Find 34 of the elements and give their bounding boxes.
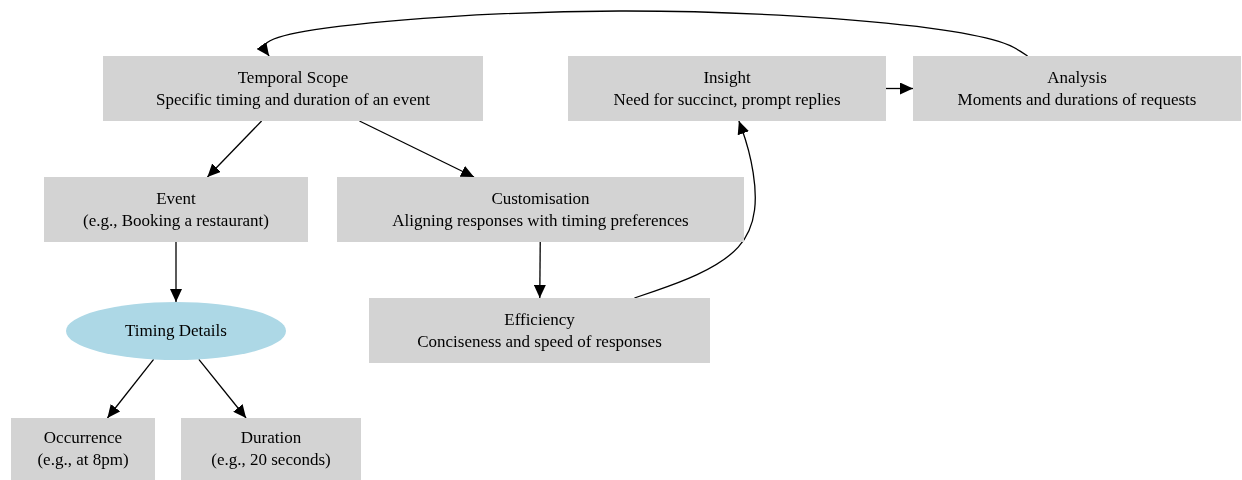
process-box	[337, 177, 744, 242]
process-box	[11, 418, 155, 480]
process-box	[44, 177, 308, 242]
node-title: Customisation	[491, 187, 590, 210]
process-box	[568, 56, 886, 121]
arrow	[206, 120, 263, 178]
arrow	[358, 120, 475, 178]
node-title: Insight	[703, 66, 751, 89]
arrow	[256, 10, 1029, 57]
node-description: Need for succinct, prompt replies	[613, 88, 841, 111]
node-description: (e.g., 20 seconds)	[211, 449, 331, 471]
arrow	[170, 241, 182, 303]
arrow	[633, 120, 756, 299]
node-title: Occurrence	[43, 427, 123, 449]
process-box	[103, 56, 483, 121]
node-title: Timing Details	[125, 320, 227, 342]
node-description: (e.g., at 8pm)	[37, 449, 129, 471]
node-description: Specific timing and duration of an event	[156, 88, 430, 111]
arrow	[198, 358, 247, 419]
process-box	[369, 298, 710, 363]
node-description: Conciseness and speed of responses	[417, 330, 662, 353]
arrow	[106, 358, 155, 419]
node-title: Efficiency	[504, 308, 575, 331]
process-box	[913, 56, 1241, 121]
node-description: Moments and durations of requests	[957, 88, 1197, 111]
process-box	[181, 418, 361, 480]
node-description: (e.g., Booking a restaurant)	[83, 209, 269, 232]
arrow	[533, 241, 546, 299]
node-title: Temporal Scope	[237, 66, 349, 89]
node-title: Event	[156, 187, 196, 210]
arrow	[885, 82, 914, 95]
node-title: Duration	[240, 427, 302, 449]
node-title: Analysis	[1047, 66, 1107, 89]
node-description: Aligning responses with timing preferences	[392, 209, 689, 232]
